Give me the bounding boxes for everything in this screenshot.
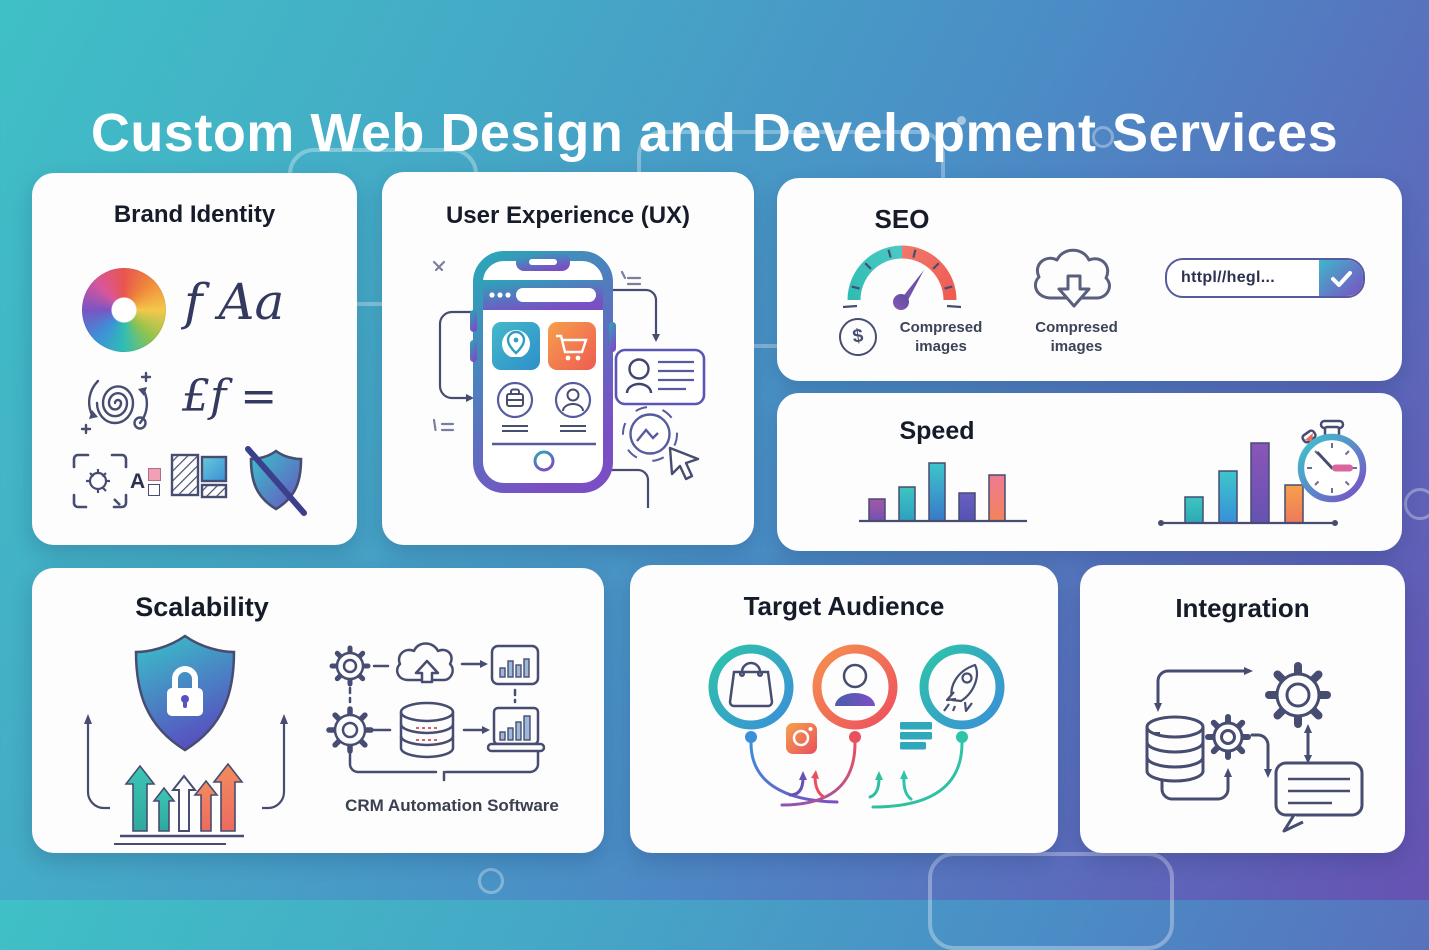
location-pin-icon xyxy=(506,330,526,355)
page-title: Custom Web Design and Development Servic… xyxy=(90,103,1339,164)
card-brand-identity: Brand Identity f Aa £f = A xyxy=(32,173,357,545)
speed-title: Speed xyxy=(899,417,975,445)
chat-bubble-icon xyxy=(1274,761,1364,833)
app-circle-user xyxy=(554,381,592,419)
ux-illustration xyxy=(432,251,706,508)
connector-right xyxy=(610,288,658,334)
card-speed: Speed xyxy=(777,393,1402,551)
brand-identity-title: Brand Identity xyxy=(113,201,276,228)
typography-specimen-pound: £f = xyxy=(182,371,278,422)
gauge-caption: Compresed images xyxy=(899,319,983,355)
ring-shopping xyxy=(708,644,794,730)
integration-title: Integration xyxy=(1175,593,1310,623)
dollar-symbol: $ xyxy=(851,325,865,348)
seo-title: SEO xyxy=(874,204,930,234)
gear-icon xyxy=(329,645,371,687)
person-icon xyxy=(835,663,875,706)
camera-app-icon xyxy=(786,723,817,754)
speed-gauge-icon xyxy=(842,245,962,310)
background-circle-outline xyxy=(478,868,504,894)
connector-curves xyxy=(749,741,964,809)
connector-bottom xyxy=(606,468,650,508)
ux-title: User Experience (UX) xyxy=(445,202,691,229)
connector-left xyxy=(438,310,474,400)
card-user-experience: User Experience (UX) xyxy=(382,172,754,545)
phone-icon xyxy=(470,251,616,493)
cart-icon xyxy=(556,334,588,354)
scalability-title: Scalability xyxy=(135,592,269,622)
growth-arrows-icon xyxy=(124,762,244,832)
check-icon xyxy=(1331,271,1352,287)
pattern-swatch-icon xyxy=(170,453,228,499)
letter-swatch-icon: A xyxy=(130,468,162,496)
crop-frame-icon xyxy=(72,453,128,509)
cloud-upload-icon xyxy=(396,642,454,684)
speed-bar-chart-right xyxy=(1158,442,1338,526)
app-circle-briefcase xyxy=(496,381,534,419)
stopwatch-icon xyxy=(1297,419,1367,503)
gear-icon xyxy=(1205,714,1251,760)
background-circle-outline xyxy=(1404,488,1429,520)
cloud-caption: Compresed images xyxy=(1035,319,1118,355)
integration-illustration xyxy=(1145,662,1364,833)
dollar-circle-icon: $ xyxy=(836,315,880,359)
rocket-icon xyxy=(943,663,978,713)
crm-flow-illustration xyxy=(326,642,546,782)
card-integration: Integration xyxy=(1080,565,1405,853)
speed-bar-chart-left xyxy=(859,462,1027,523)
target-audience-illustration xyxy=(708,644,1005,809)
url-check-button xyxy=(1319,260,1363,296)
shield-lock-icon xyxy=(134,634,236,752)
database-icon xyxy=(1145,715,1205,783)
database-icon xyxy=(399,701,455,759)
gear-icon xyxy=(326,706,374,754)
home-button xyxy=(533,450,555,472)
pink-swatch xyxy=(148,468,162,481)
card-seo: SEO $ Compresed xyxy=(777,178,1402,381)
cloud-download-icon xyxy=(1034,248,1111,308)
target-audience-title: Target Audience xyxy=(743,591,945,621)
letter-sample: A xyxy=(130,470,146,493)
open-swatch xyxy=(148,484,161,496)
ring-rocket xyxy=(919,644,1005,730)
text-lines xyxy=(502,425,586,432)
url-bar: httpl//hegl... xyxy=(1165,258,1365,298)
crm-caption: CRM Automation Software xyxy=(345,796,559,815)
image-circle-icon xyxy=(622,406,678,462)
card-target-audience: Target Audience xyxy=(630,565,1058,853)
typography-specimen: f Aa xyxy=(184,273,285,331)
list-bars-icon xyxy=(900,722,932,750)
shopping-bag-icon xyxy=(728,661,774,708)
spiral-refresh-icon xyxy=(80,371,152,435)
color-wheel-icon xyxy=(82,268,166,352)
scalability-shield-illustration xyxy=(84,634,288,845)
background-rounded-outline xyxy=(928,852,1174,950)
laptop-chart-icon xyxy=(486,706,546,753)
ring-person xyxy=(812,644,898,730)
url-text: httpl//hegl... xyxy=(1181,269,1275,286)
sparkle-doodles xyxy=(432,260,642,432)
cart-app-tile xyxy=(548,322,596,370)
id-card-icon xyxy=(614,348,706,406)
shield-slash-icon xyxy=(245,446,307,516)
cursor-icon xyxy=(668,446,700,481)
card-scalability: Scalability xyxy=(32,568,604,853)
chart-box-icon xyxy=(490,644,540,686)
gear-icon xyxy=(1265,662,1331,728)
